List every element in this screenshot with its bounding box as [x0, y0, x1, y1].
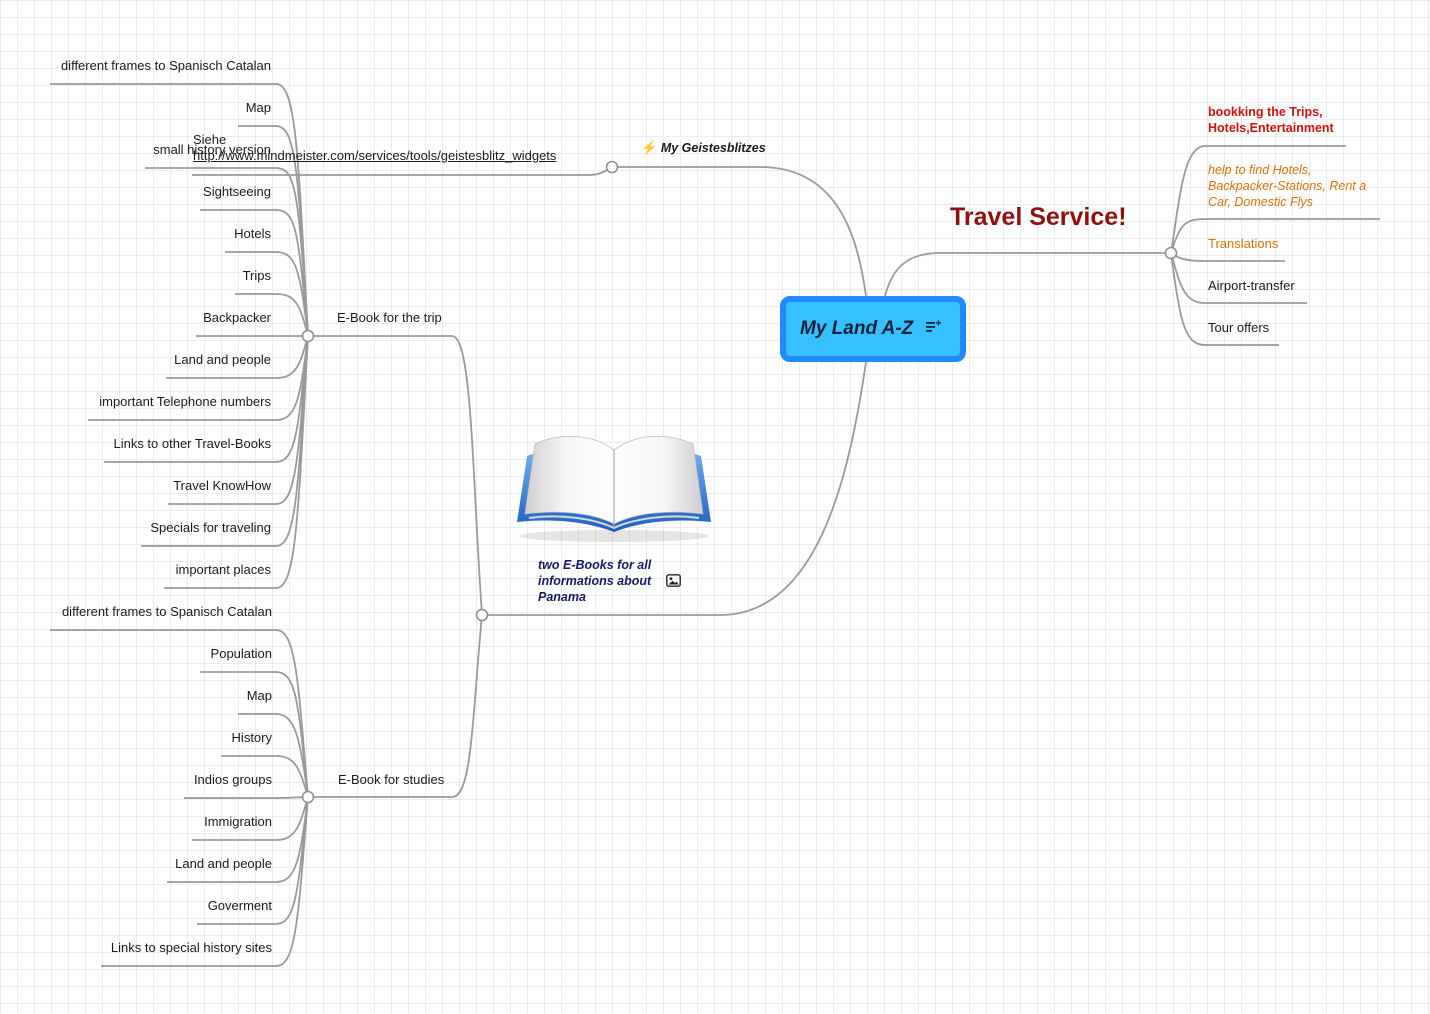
- siehe-label: Siehe: [193, 132, 227, 147]
- trip-item[interactable]: Specials for traveling: [150, 520, 271, 535]
- trip-item[interactable]: Land and people: [174, 352, 271, 367]
- travel-item-booking[interactable]: bookking the Trips, Hotels,Entertainment: [1208, 105, 1334, 135]
- studies-item[interactable]: Map: [246, 688, 272, 703]
- geistesblitz-link[interactable]: http://www.mindmeister.com/services/tool…: [193, 148, 557, 163]
- geistesblitz-node[interactable]: ⚡ My Geistesblitzes: [641, 140, 766, 156]
- open-book-image: [517, 435, 711, 542]
- trip-item[interactable]: Backpacker: [203, 310, 271, 325]
- travel-item-translations[interactable]: Translations: [1208, 236, 1279, 251]
- root-title: My Land A-Z: [800, 318, 914, 339]
- travel-item-tour-offers[interactable]: Tour offers: [1208, 320, 1270, 335]
- studies-item[interactable]: Goverment: [207, 898, 272, 913]
- studies-item[interactable]: different frames to Spanisch Catalan: [61, 604, 272, 619]
- trip-item[interactable]: Sightseeing: [203, 184, 271, 199]
- trip-item[interactable]: different frames to Spanisch Catalan: [60, 58, 271, 73]
- travel-item-airport[interactable]: Airport-transfer: [1208, 278, 1295, 293]
- travel-service-title[interactable]: Travel Service!: [950, 203, 1127, 231]
- trip-item[interactable]: small history version: [153, 142, 271, 157]
- studies-item[interactable]: Population: [210, 646, 272, 661]
- image-icon[interactable]: [666, 574, 681, 587]
- studies-item[interactable]: History: [231, 730, 272, 745]
- trip-item[interactable]: important Telephone numbers: [99, 394, 271, 409]
- trip-item[interactable]: Links to other Travel-Books: [113, 436, 271, 451]
- ebook-trip-title[interactable]: E-Book for the trip: [337, 310, 442, 325]
- trip-item[interactable]: Map: [245, 100, 271, 115]
- studies-item[interactable]: Land and people: [175, 856, 272, 871]
- studies-item[interactable]: Indios groups: [193, 772, 272, 787]
- lightning-icon: ⚡: [641, 140, 658, 155]
- note-list-icon[interactable]: [926, 320, 942, 334]
- trip-item[interactable]: Hotels: [234, 226, 271, 241]
- trip-item[interactable]: Travel KnowHow: [173, 478, 271, 493]
- studies-item[interactable]: Links to special history sites: [110, 940, 272, 955]
- ebooks-title[interactable]: two E-Books for all informations about P…: [538, 558, 652, 604]
- root-node[interactable]: My Land A-Z: [780, 296, 966, 362]
- trip-item[interactable]: Trips: [242, 268, 271, 283]
- travel-item-help-hotels[interactable]: help to find Hotels, Backpacker-Stations…: [1208, 163, 1367, 209]
- trip-item[interactable]: important places: [175, 562, 271, 577]
- geistesblitz-title: My Geistesblitzes: [660, 141, 766, 155]
- studies-item[interactable]: Immigration: [204, 814, 272, 829]
- ebook-studies-title[interactable]: E-Book for studies: [338, 772, 445, 787]
